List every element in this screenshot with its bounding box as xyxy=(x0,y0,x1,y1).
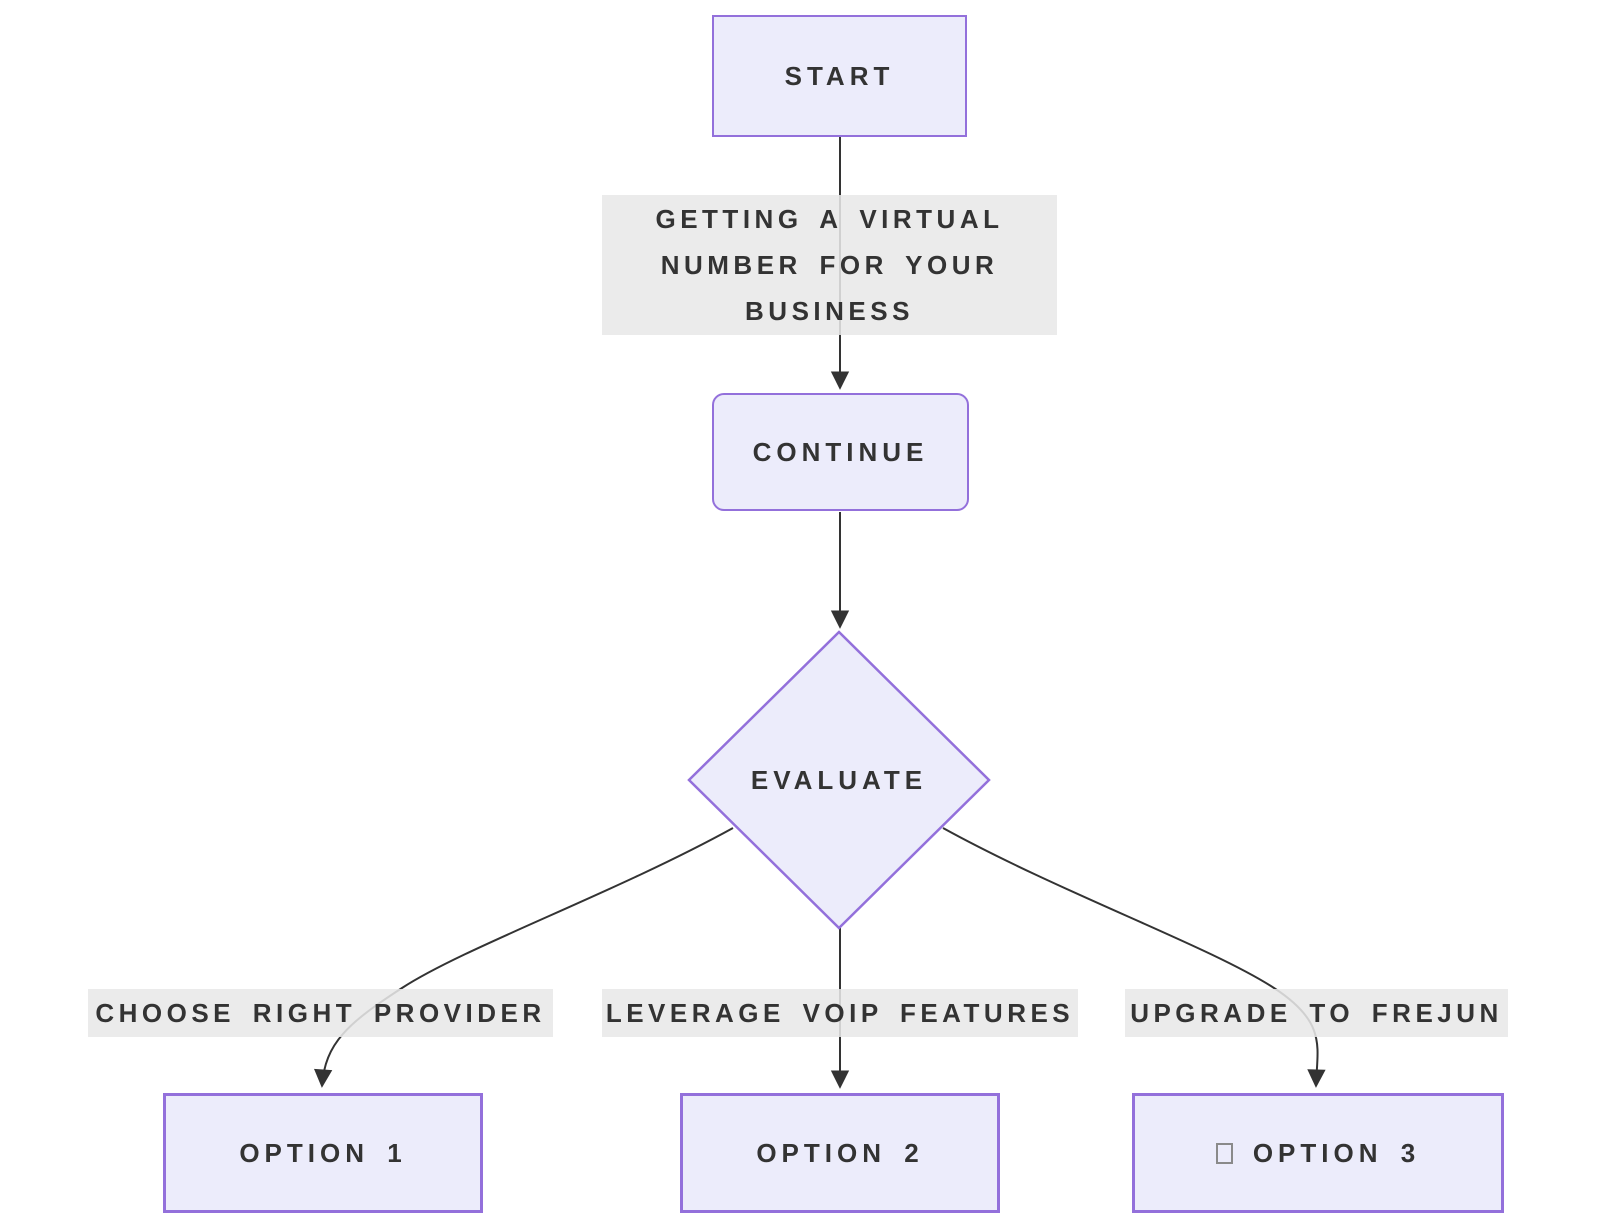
node-option-1-label: OPTION 1 xyxy=(239,1137,407,1168)
edge-evaluate-to-option3 xyxy=(942,827,1326,1088)
missing-glyph-box-icon xyxy=(1215,1142,1233,1164)
node-option-2: OPTION 2 xyxy=(680,1093,1000,1213)
edge-label-line: BUSINESS xyxy=(745,296,914,326)
node-start: START xyxy=(712,15,967,137)
node-option-3-label: OPTION 3 xyxy=(1252,1137,1421,1168)
node-start-label: START xyxy=(784,60,895,91)
edge-label-line: NUMBER FOR YOUR xyxy=(660,250,999,280)
edge-label-leverage-voip-features: LEVERAGE VOIP FEATURES xyxy=(602,989,1078,1037)
edge-evaluate-to-option1 xyxy=(314,827,734,1088)
node-evaluate-label: EVALUATE xyxy=(750,764,928,795)
edge-label-getting-virtual-number: GETTING A VIRTUAL NUMBER FOR YOUR BUSINE… xyxy=(602,195,1057,335)
node-option-3: OPTION 3 xyxy=(1132,1093,1504,1213)
edge-label-text: UPGRADE TO FREJUN xyxy=(1130,997,1503,1028)
node-option-2-label: OPTION 2 xyxy=(756,1137,924,1168)
decision-diamond-shape xyxy=(687,630,991,930)
node-continue: CONTINUE xyxy=(712,393,969,511)
edge-label-text: LEVERAGE VOIP FEATURES xyxy=(605,997,1075,1028)
edge-label-choose-right-provider: CHOOSE RIGHT PROVIDER xyxy=(88,989,553,1037)
node-option-3-content: OPTION 3 xyxy=(1215,1137,1421,1169)
edge-label-text: CHOOSE RIGHT PROVIDER xyxy=(95,997,546,1028)
node-evaluate: EVALUATE xyxy=(714,754,964,806)
edge-label-line: GETTING A VIRTUAL xyxy=(655,204,1004,234)
edge-label-upgrade-to-frejun: UPGRADE TO FREJUN xyxy=(1125,989,1508,1037)
node-continue-label: CONTINUE xyxy=(752,436,929,467)
node-option-1: OPTION 1 xyxy=(163,1093,483,1213)
